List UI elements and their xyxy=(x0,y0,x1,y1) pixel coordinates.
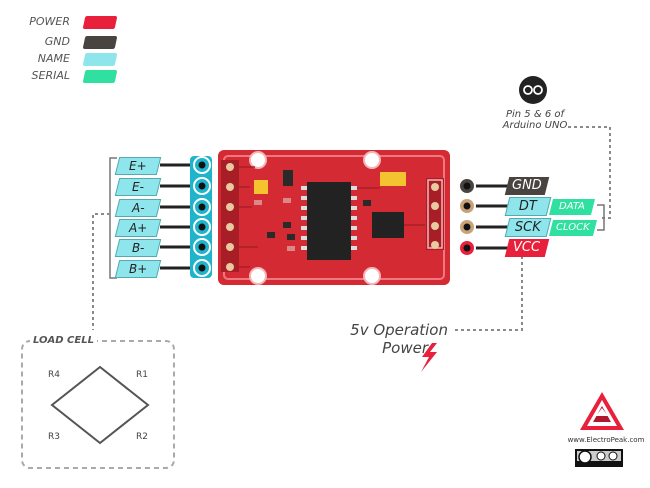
pin-label-e-minus: E- xyxy=(114,178,162,196)
operation-line1: 5v Operation xyxy=(350,321,448,339)
serial-label-clock: CLOCK xyxy=(549,220,597,236)
pin-label-dt: DT xyxy=(504,197,552,216)
arduino-note-line1: Pin 5 & 6 of xyxy=(505,109,565,120)
hx711-board xyxy=(218,150,450,285)
website-text: www.ElectroPeak.com xyxy=(567,436,645,444)
legend-label-gnd: GND xyxy=(44,35,70,48)
wheatstone-bridge xyxy=(50,365,150,445)
resistor-label-r3: R3 xyxy=(48,432,60,442)
arduino-note-line2: Arduino UNO xyxy=(502,120,568,131)
legend-label-power: POWER xyxy=(29,15,70,28)
right-wires xyxy=(467,184,508,250)
right-terminals xyxy=(458,177,476,257)
serial-label-data: DATA xyxy=(549,199,595,215)
legend-label-name: NAME xyxy=(37,52,70,65)
arduino-logo-icon xyxy=(519,76,547,104)
resistor-label-r1: R1 xyxy=(136,370,148,380)
arduino-note: Pin 5 & 6 of Arduino UNO xyxy=(490,109,580,131)
pin-label-e-plus: E+ xyxy=(114,157,162,175)
creative-commons-icon xyxy=(575,449,623,467)
resistor-label-r2: R2 xyxy=(136,432,148,442)
legend-label-serial: SERIAL xyxy=(31,69,70,82)
pin-label-b-minus: B- xyxy=(114,239,162,257)
pin-label-vcc: VCC xyxy=(504,239,550,257)
load-cell-title: LOAD CELL xyxy=(30,335,97,346)
pin-label-sck: SCK xyxy=(504,218,552,237)
dashed-connectors xyxy=(92,126,611,331)
pin-label-gnd: GND xyxy=(504,177,550,195)
operation-note: 5v Operation Power xyxy=(318,321,448,357)
pin-label-a-minus: A- xyxy=(114,199,162,217)
operation-line2: Power xyxy=(382,339,428,357)
pin-label-b-plus: B+ xyxy=(114,260,162,278)
lightning-bolt-icon xyxy=(421,343,437,372)
resistor-label-r4: R4 xyxy=(48,370,60,380)
pin-label-a-plus: A+ xyxy=(114,219,162,237)
electropeak-logo-icon xyxy=(580,392,624,430)
load-cell-box xyxy=(21,340,175,469)
left-terminals xyxy=(190,156,212,278)
